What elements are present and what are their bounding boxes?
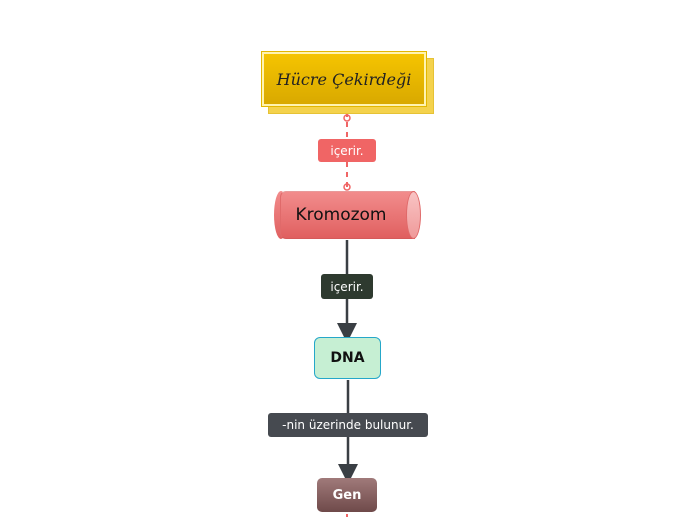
link-label-chromosome-dna[interactable]: içerir.: [321, 274, 373, 299]
dna-node[interactable]: DNA: [314, 337, 381, 379]
connector-dot-top: [343, 114, 351, 122]
root-node-hucre-cekirdegi[interactable]: Hücre Çekirdeği: [262, 52, 426, 106]
link-label-dna-gene[interactable]: -nin üzerinde bulunur.: [268, 413, 428, 437]
chromosome-node-kromozom[interactable]: Kromozom: [295, 205, 387, 225]
chromosome-node-body: [280, 191, 415, 239]
link-label-root-chromosome[interactable]: içerir.: [318, 139, 376, 162]
gene-node[interactable]: Gen: [317, 478, 377, 512]
connector-dot-bottom: [343, 183, 351, 191]
chromosome-node-right-cap: [406, 191, 421, 239]
